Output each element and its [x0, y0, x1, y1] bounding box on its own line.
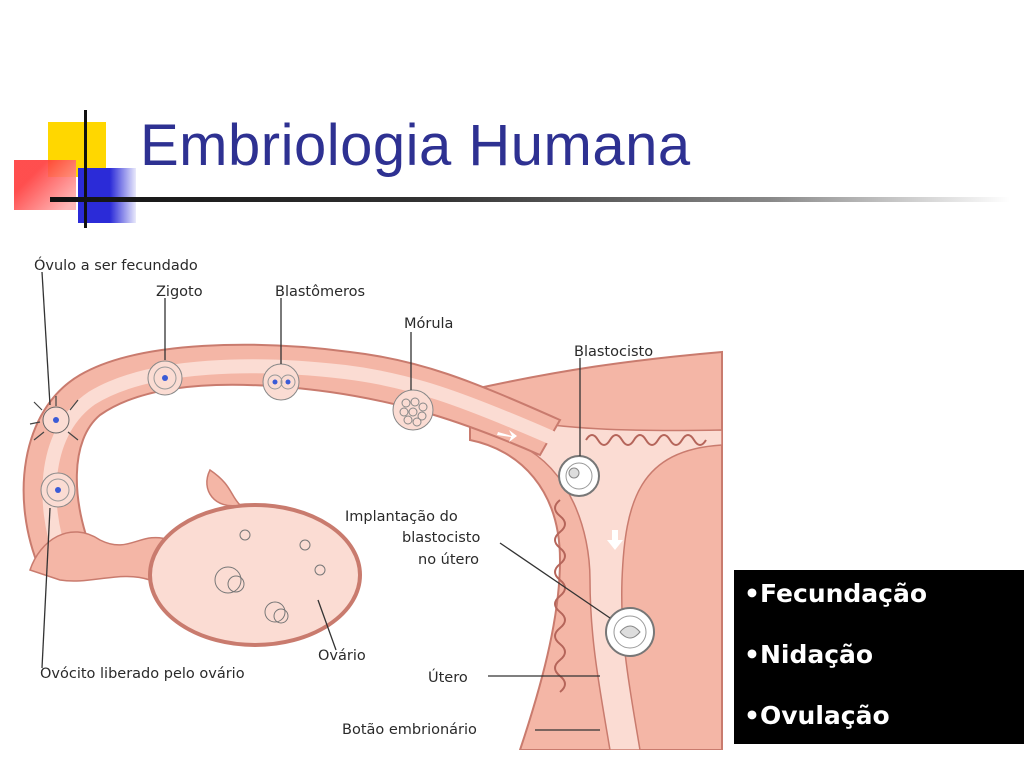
label-ovario: Ovário: [318, 648, 366, 664]
arrow-icon: [497, 430, 517, 442]
morula-cell: [392, 389, 434, 431]
tube-fimbria: [29, 531, 172, 582]
label-implantacao-3: no útero: [418, 552, 479, 568]
blastocisto-cell: [558, 455, 600, 497]
implanted-blastocisto: [605, 607, 655, 657]
leader-lines: [41, 271, 611, 731]
red-square: [14, 160, 76, 210]
blastomeros-cell: [262, 363, 300, 401]
bullet-item-fecundacao: •Fecundação: [744, 579, 928, 608]
ovulo-cell: [29, 396, 79, 441]
follicle: [227, 575, 245, 593]
label-implantacao-1: Implantação do: [345, 509, 458, 525]
endometrium-side: [554, 499, 566, 693]
blue-square: [78, 168, 136, 223]
ovary: [148, 503, 362, 647]
arrow-icon: [607, 530, 623, 550]
label-ovulo: Óvulo a ser fecundado: [34, 256, 198, 274]
label-ovocito: Ovócito liberado pelo ovário: [40, 666, 245, 682]
label-implantacao-2: blastocisto: [402, 530, 480, 546]
follicle: [214, 566, 242, 594]
bullet-item-ovulacao: •Ovulação: [744, 701, 890, 730]
embryology-diagram: Óvulo a ser fecundado Zigoto Blastômeros…: [22, 256, 723, 750]
follicle: [299, 539, 311, 551]
page-title: Embriologia Humana: [140, 113, 691, 178]
arrow-icon: [90, 515, 114, 535]
zigoto-cell: [147, 360, 183, 396]
label-blastomeros: Blastômeros: [275, 284, 365, 300]
ovocito-cell: [40, 472, 76, 508]
vertical-line: [84, 110, 87, 228]
follicle: [273, 608, 289, 624]
endometrium: [585, 434, 707, 446]
bullet-box: •Fecundação •Nidação •Ovulação: [734, 570, 1024, 744]
label-morula: Mórula: [404, 316, 453, 332]
label-utero: Útero: [428, 668, 468, 686]
follicle: [239, 529, 251, 541]
follicle: [314, 564, 326, 576]
label-zigoto: Zigoto: [156, 284, 203, 300]
follicle: [264, 601, 286, 623]
ovary-ligament: [206, 468, 242, 507]
bullet-item-nidacao: •Nidação: [744, 640, 874, 669]
label-blastocisto: Blastocisto: [574, 344, 653, 360]
title-underline: [50, 197, 1010, 202]
corner-decoration: [0, 100, 140, 230]
tube-lumen: [42, 359, 557, 567]
label-botao: Botão embrionário: [342, 722, 477, 738]
bullet-list: •Fecundação •Nidação •Ovulação: [744, 578, 1024, 731]
